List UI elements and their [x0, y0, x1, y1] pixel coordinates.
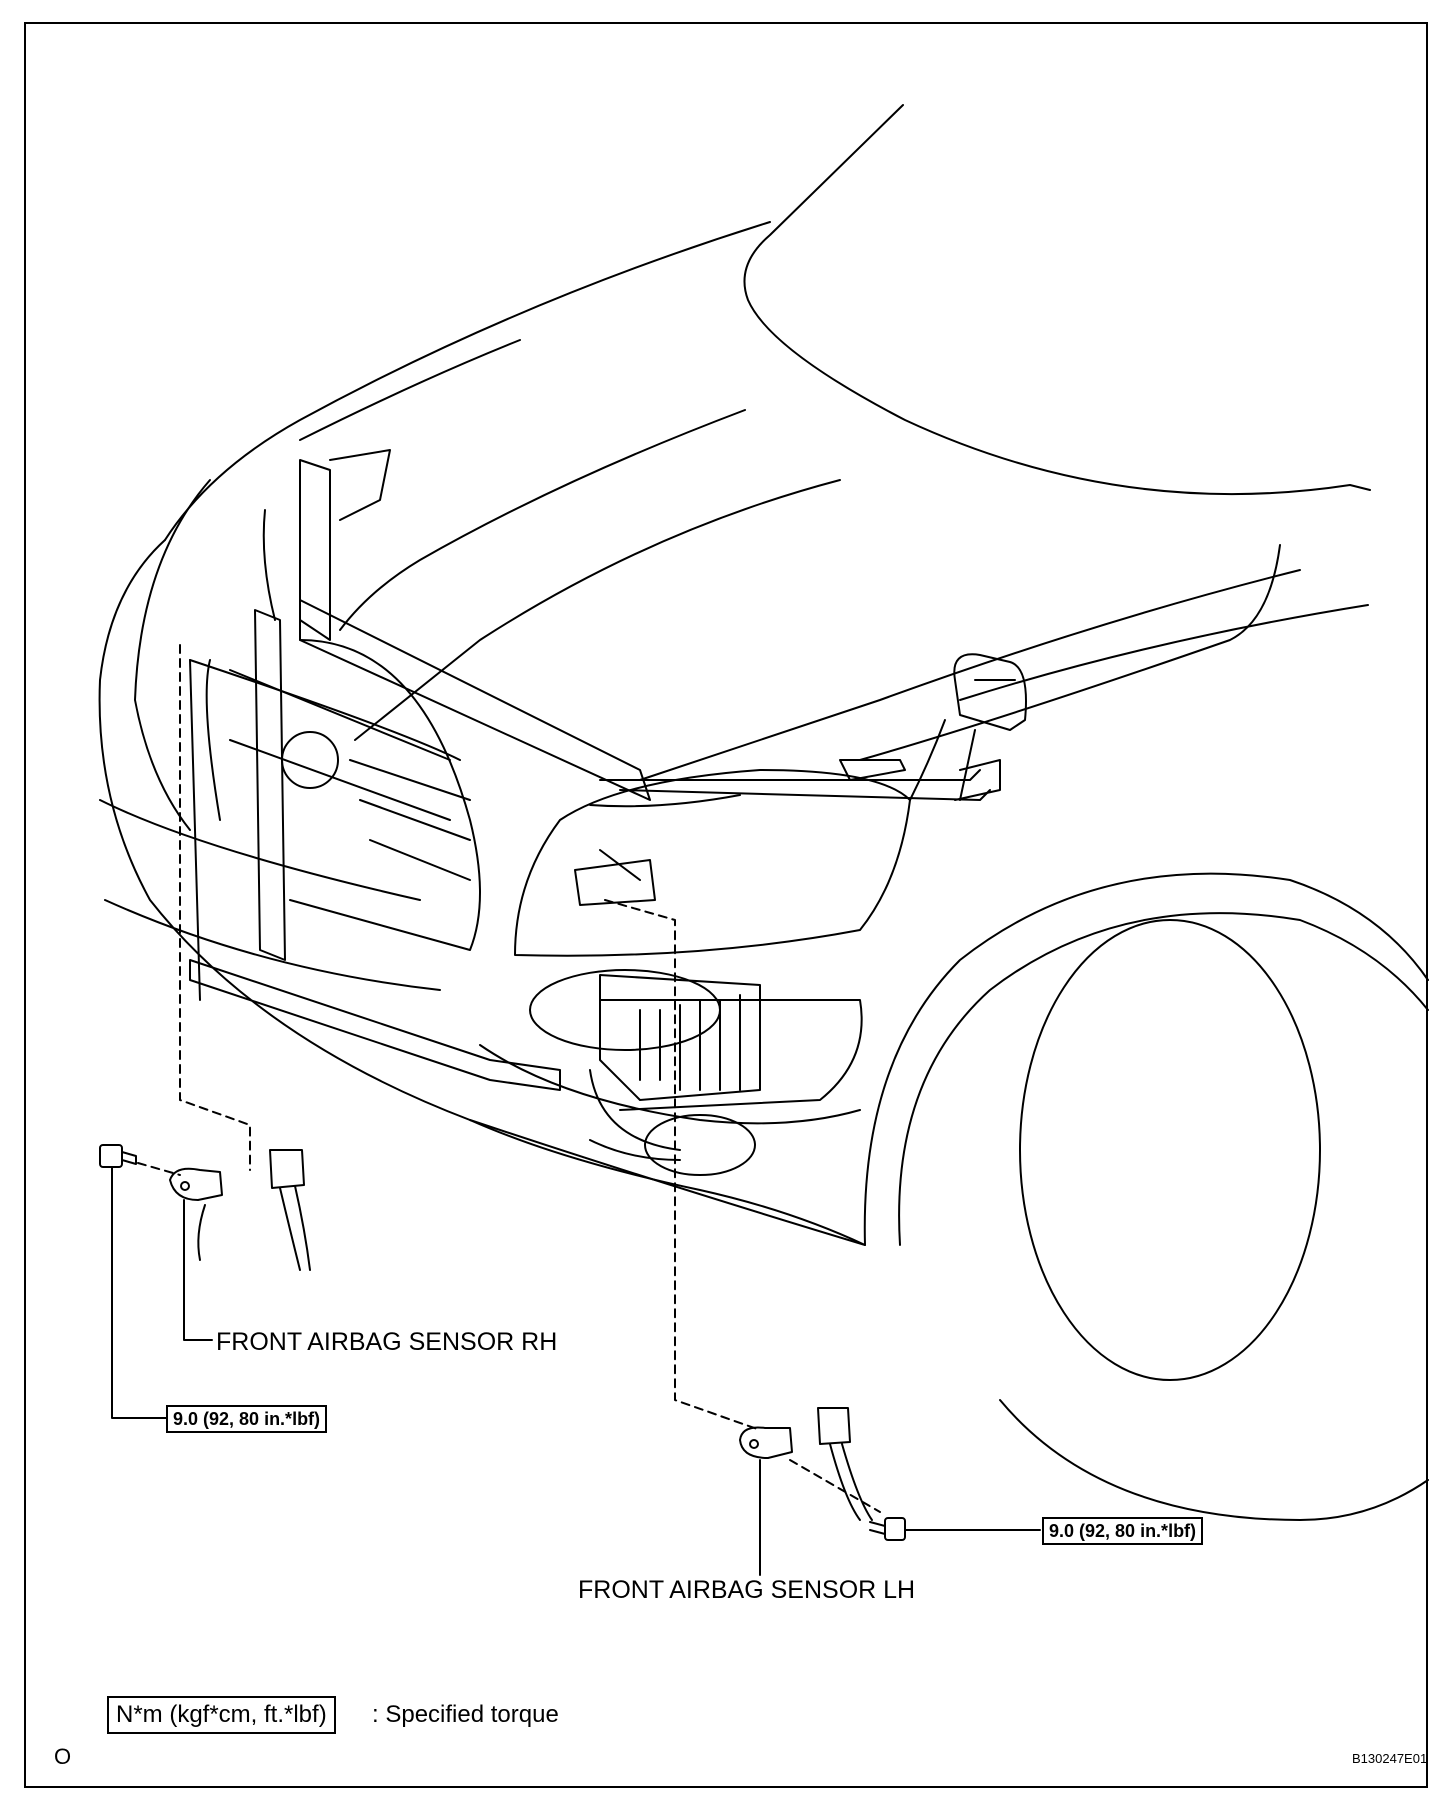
hood-outline: [164, 104, 1371, 781]
diagram-frame: [24, 22, 1428, 1788]
foglamp-outline: [529, 969, 863, 1176]
side-mirror: [909, 653, 1027, 801]
rh-leaders: [111, 1166, 213, 1419]
front-wheel: [863, 872, 1429, 1521]
figure-code: B130247E01: [1352, 1751, 1428, 1766]
torque-spec-lh: 9.0 (92, 80 in.*lbf): [1042, 1517, 1204, 1545]
legend-unit-box: N*m (kgf*cm, ft.*lbf): [107, 1696, 336, 1734]
lh-leaders: [759, 1459, 1041, 1576]
page-marker: O: [54, 1744, 72, 1769]
front-airbag-sensor-lh-label: FRONT AIRBAG SENSOR LH: [578, 1576, 916, 1604]
torque-spec-rh: 9.0 (92, 80 in.*lbf): [166, 1405, 328, 1433]
body-outline: [98, 479, 866, 1246]
inner-fender: [589, 974, 761, 1161]
front-airbag-sensor-rh-label: FRONT AIRBAG SENSOR RH: [216, 1328, 558, 1356]
grille-outline: [289, 639, 481, 951]
legend-description: : Specified torque: [372, 1701, 559, 1728]
radiator-support: [189, 449, 991, 1091]
lh-sensor-assembly: [604, 899, 906, 1541]
headlamp-outline: [514, 769, 911, 957]
